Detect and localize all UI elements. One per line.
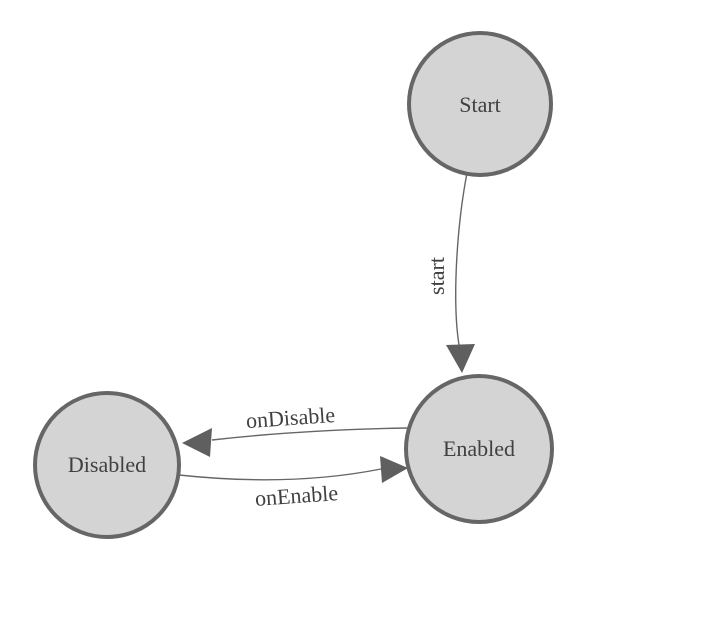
state-circle-enabled bbox=[404, 374, 554, 524]
edge-line-enabled-to-disabled bbox=[211, 427, 408, 441]
arrowhead-enabled-to-disabled bbox=[182, 428, 212, 457]
state-node-disabled: Disabled bbox=[33, 391, 181, 539]
state-node-start: Start bbox=[407, 31, 553, 177]
transition-disabled-to-enabled: onEnable bbox=[178, 456, 408, 511]
arrowhead-disabled-to-enabled bbox=[380, 456, 408, 483]
state-label-enabled: Enabled bbox=[443, 436, 515, 461]
edge-line-start-to-enabled bbox=[455, 172, 468, 346]
transition-enabled-to-disabled: onDisable bbox=[182, 402, 408, 457]
state-label-start: Start bbox=[459, 92, 501, 117]
edge-line-disabled-to-enabled bbox=[178, 468, 382, 481]
arrowhead-start-to-enabled bbox=[446, 344, 475, 373]
state-label-disabled: Disabled bbox=[68, 452, 146, 477]
edge-label-on-disable: onDisable bbox=[245, 402, 336, 433]
state-circle-disabled bbox=[33, 391, 181, 539]
edge-label-start: start bbox=[424, 257, 449, 295]
state-circle-start bbox=[407, 31, 553, 177]
state-node-enabled: Enabled bbox=[404, 374, 554, 524]
edge-label-on-enable: onEnable bbox=[254, 480, 339, 511]
transition-start-to-enabled: start bbox=[424, 172, 475, 373]
